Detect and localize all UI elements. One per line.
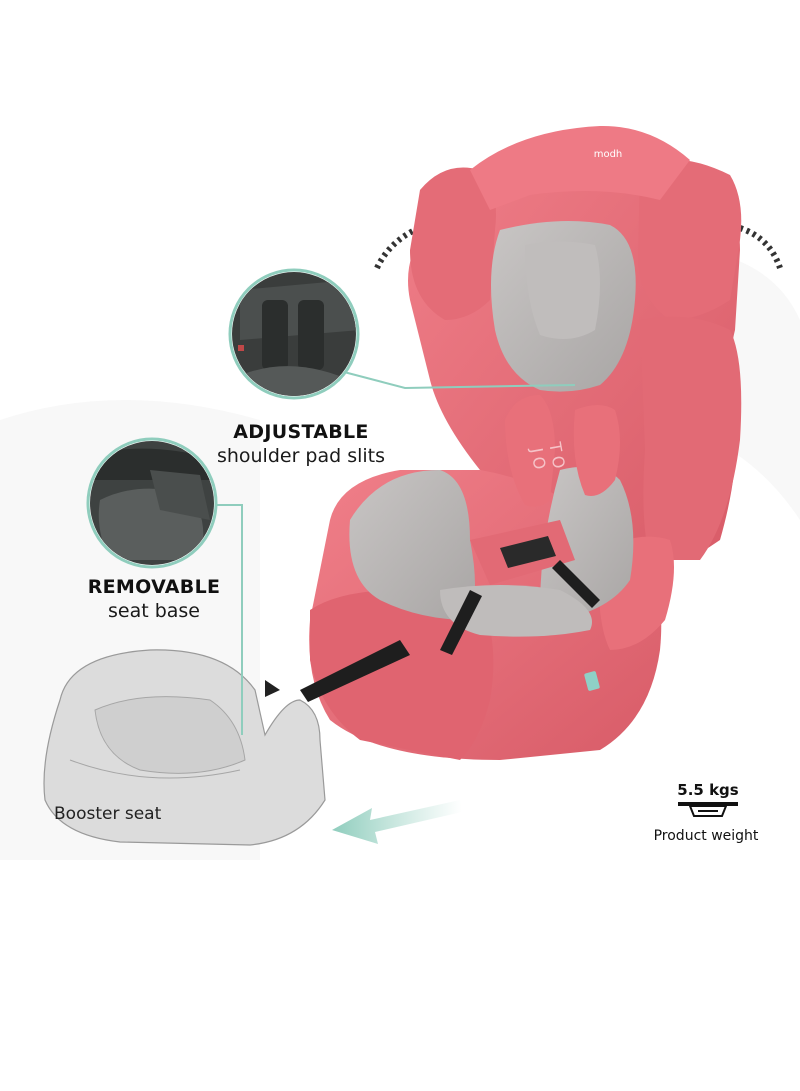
seat-base-closeup [86, 437, 218, 569]
removable-callout-title: REMOVABLE [87, 576, 221, 598]
brand-logo: modh [594, 149, 623, 160]
car-seat [300, 125, 742, 760]
booster-seat-label: Booster seat [54, 804, 162, 824]
adjustable-callout-title: ADJUSTABLE [233, 421, 369, 443]
booster-seat [43, 649, 326, 846]
insert-arrow [332, 800, 462, 844]
brand-logo-text: modh [594, 149, 623, 160]
right-motion-arc [738, 225, 783, 270]
product-weight-value: 5.5 kgs [677, 781, 739, 799]
adjustable-callout-subtitle: shoulder pad slits [216, 445, 386, 467]
removable-callout-subtitle: seat base [107, 600, 200, 622]
shoulder-slits-closeup [228, 268, 360, 400]
product-weight-label: Product weight [653, 828, 759, 844]
weighing-scale-icon [678, 802, 738, 817]
